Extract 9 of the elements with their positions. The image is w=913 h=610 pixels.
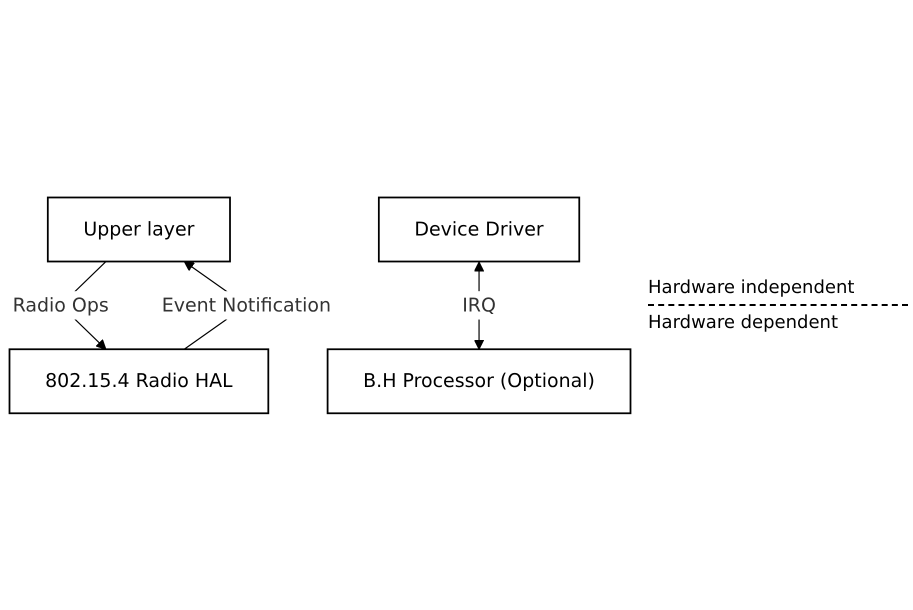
edge-label: IRQ bbox=[462, 293, 496, 316]
node-box: B.H Processor (Optional) bbox=[326, 348, 632, 414]
layer-label: Hardware dependent bbox=[648, 312, 840, 333]
node-box: 802.15.4 Radio HAL bbox=[8, 348, 270, 414]
node-box: Device Driver bbox=[378, 196, 580, 262]
layer-label: Hardware independent bbox=[648, 277, 856, 298]
edge-label: Radio Ops bbox=[12, 293, 109, 316]
edge-label: Event Notification bbox=[162, 293, 331, 316]
node-box: Upper layer bbox=[46, 196, 231, 262]
